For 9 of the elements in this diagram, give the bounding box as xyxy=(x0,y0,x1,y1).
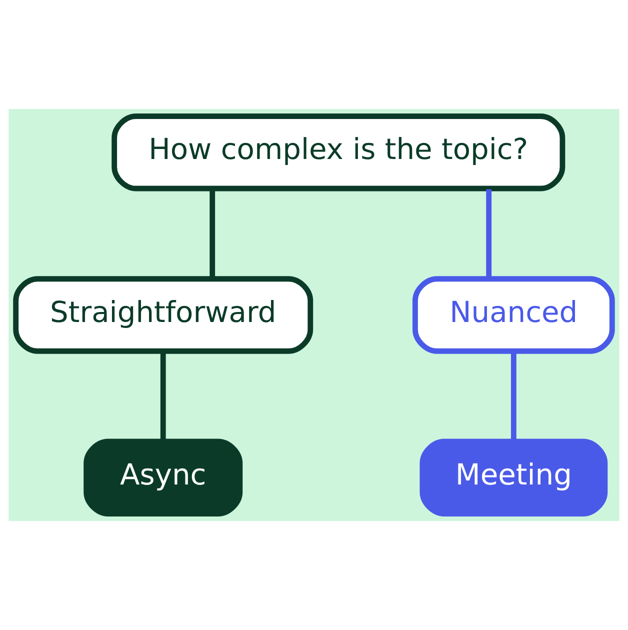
connector xyxy=(510,352,516,442)
node-box: Meeting xyxy=(420,438,608,516)
connector xyxy=(160,352,166,442)
connector xyxy=(210,189,216,279)
node-box: Straightforward xyxy=(13,276,314,354)
node-box: Nuanced xyxy=(412,276,615,354)
connector xyxy=(486,189,492,279)
node-box: How complex is the topic? xyxy=(112,114,566,192)
node-box: Async xyxy=(84,438,243,516)
